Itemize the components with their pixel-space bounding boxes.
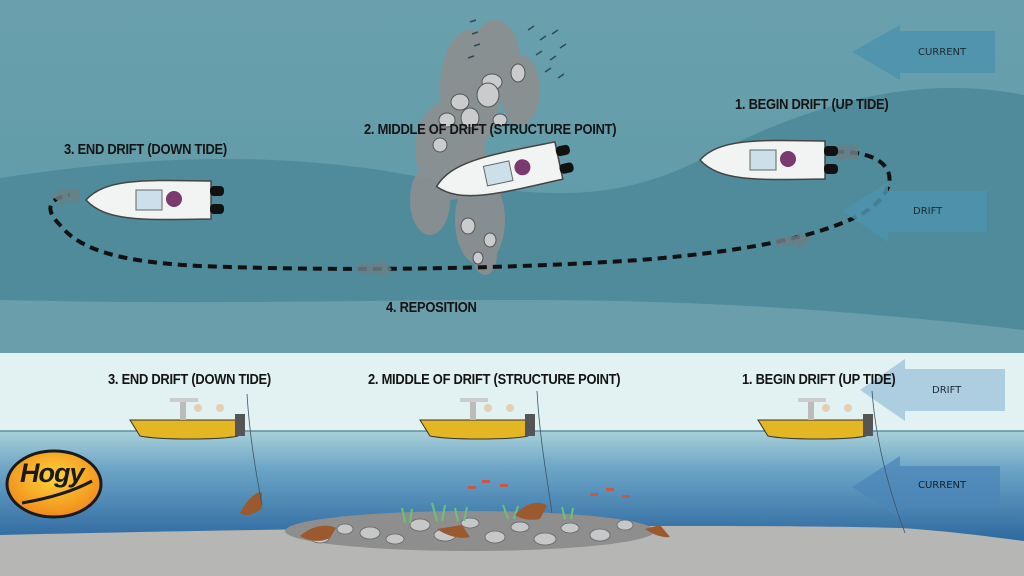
boat-side-begin bbox=[757, 398, 873, 440]
hogy-logo-text: Hogy bbox=[20, 458, 84, 488]
baitfish bbox=[468, 480, 630, 498]
rock-pile bbox=[285, 511, 655, 551]
step-begin-label: 1. BEGIN DRIFT (UP TIDE) bbox=[735, 96, 889, 113]
drift-arrow-shape bbox=[842, 182, 987, 242]
seabed bbox=[0, 525, 1024, 576]
path-direction-arrows bbox=[52, 141, 858, 279]
boat-top-begin bbox=[698, 139, 838, 181]
baitfish-school bbox=[467, 19, 567, 79]
step-middle-label: 2. MIDDLE OF DRIFT (STRUCTURE POINT) bbox=[364, 121, 617, 138]
side-current-arrow-label: CURRENT bbox=[918, 480, 967, 491]
top-view-panel: CURRENT DRIFT 1. BEGIN DRIFT (UP TIDE) 2… bbox=[0, 0, 1024, 353]
current-arrow-shape bbox=[852, 25, 995, 80]
boat-side-middle bbox=[419, 398, 535, 440]
seaweed bbox=[401, 502, 574, 524]
rock-highlights bbox=[432, 63, 526, 265]
side-drift-arrow-shape bbox=[860, 359, 1005, 421]
boat-top-middle bbox=[435, 141, 574, 197]
step-reposition-label: 4. REPOSITION bbox=[386, 299, 477, 316]
drift-arrow-label: DRIFT bbox=[913, 206, 943, 217]
side-step-end-label: 3. END DRIFT (DOWN TIDE) bbox=[108, 371, 271, 388]
side-view-panel: Hogy DRIFT CURRENT 3. END DRIFT (DOWN TI… bbox=[0, 353, 1024, 576]
side-drift-arrow-label: DRIFT bbox=[932, 385, 962, 396]
side-view-scene bbox=[0, 353, 1024, 576]
boat-top-end bbox=[84, 179, 224, 221]
step-end-label: 3. END DRIFT (DOWN TIDE) bbox=[64, 141, 227, 158]
side-step-begin-label: 1. BEGIN DRIFT (UP TIDE) bbox=[742, 371, 896, 388]
side-current-arrow-shape bbox=[852, 456, 1000, 518]
hogy-logo bbox=[5, 449, 103, 519]
fluke-fish bbox=[240, 492, 670, 541]
side-step-middle-label: 2. MIDDLE OF DRIFT (STRUCTURE POINT) bbox=[368, 371, 621, 388]
fishing-lines bbox=[246, 390, 906, 534]
top-view-water bbox=[0, 0, 1024, 353]
boat-side-end bbox=[129, 398, 245, 440]
current-arrow-label: CURRENT bbox=[918, 47, 967, 58]
